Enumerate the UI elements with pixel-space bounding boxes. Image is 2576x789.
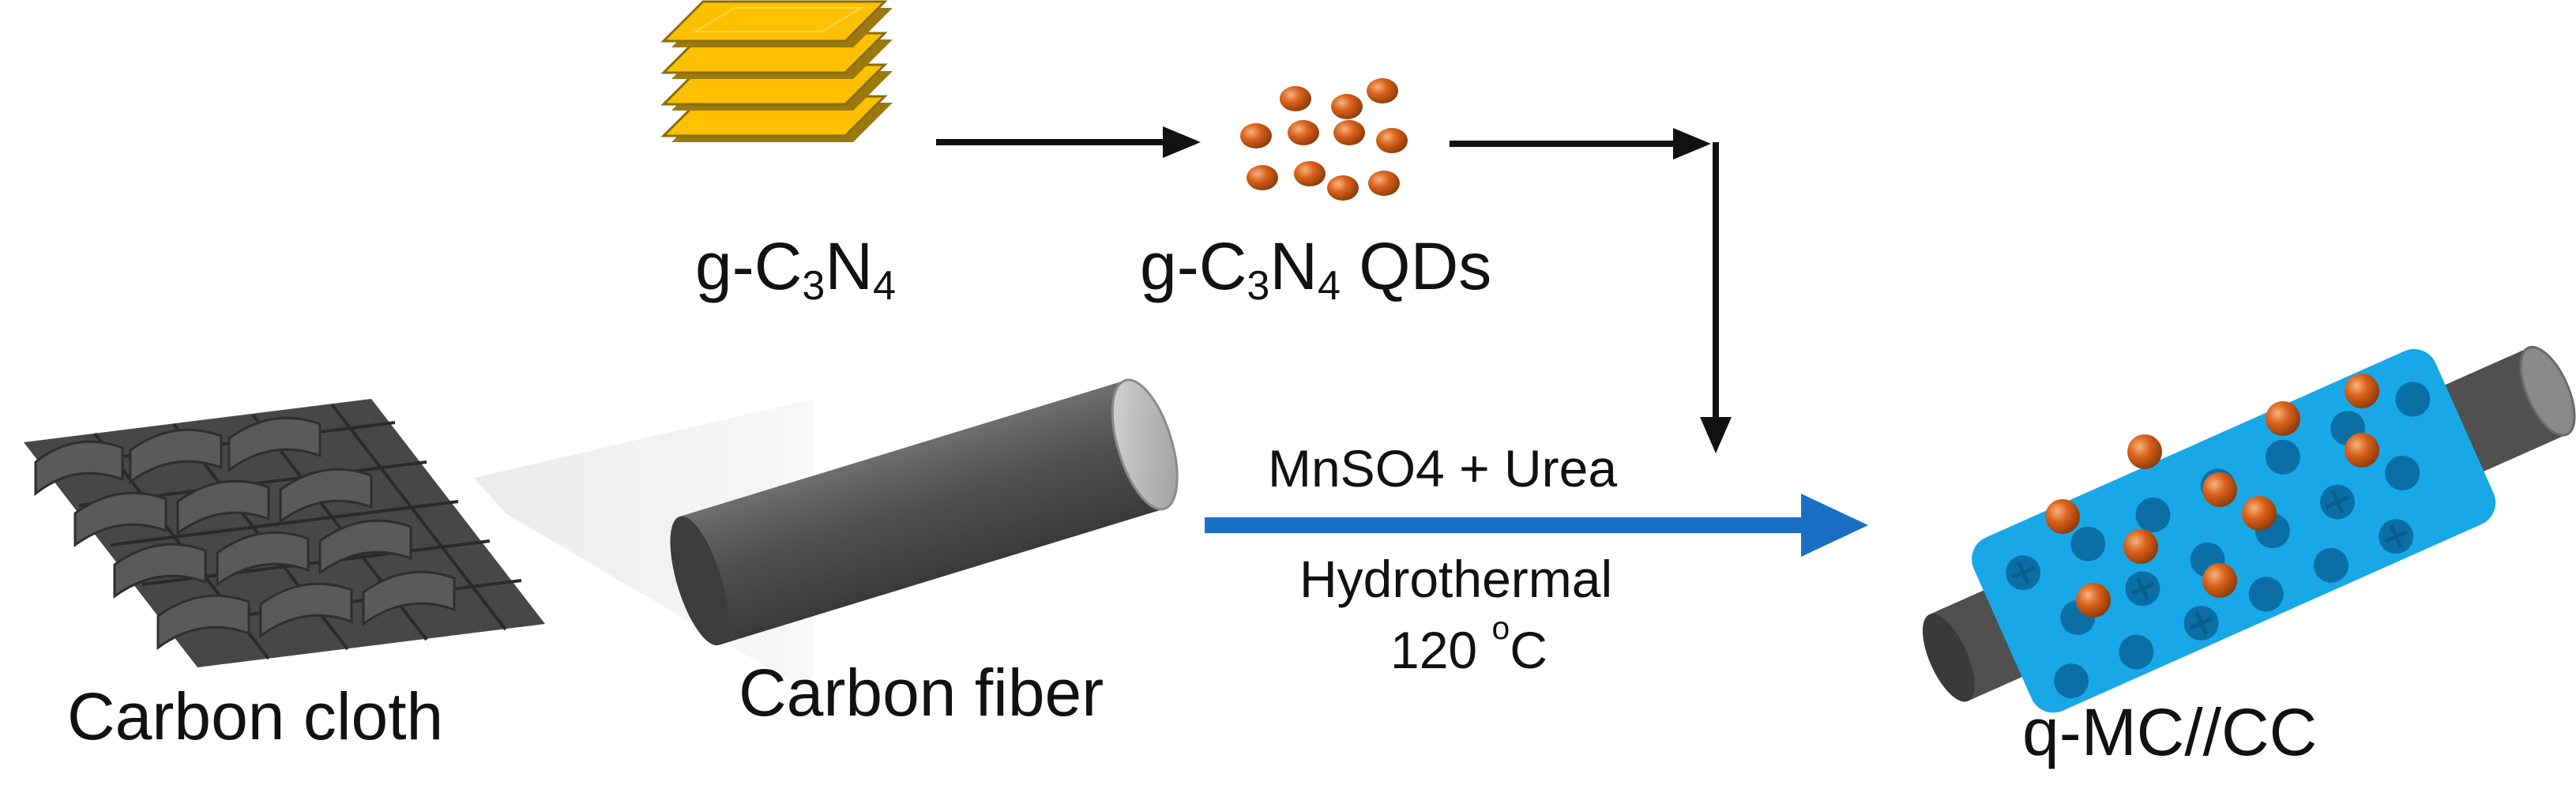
coated-fiber-icon	[1922, 345, 2576, 713]
quantum-dots-icon	[1240, 78, 1408, 201]
temperature-label: 120 oC	[1390, 610, 1547, 679]
carbon-cloth-label: Carbon cloth	[67, 679, 444, 753]
reaction-arrow	[1205, 494, 1868, 557]
method-label: Hydrothermal	[1299, 550, 1613, 608]
gcn-label: g-C3N4	[695, 229, 896, 310]
carbon-fiber-label: Carbon fiber	[739, 656, 1104, 730]
carbon-fiber-cylinder-icon	[670, 378, 1179, 646]
woven-carbon-cloth-icon	[24, 399, 545, 667]
arrow-sheets-to-qds	[936, 126, 1201, 158]
qds-label: g-C3N4 QDs	[1140, 229, 1492, 310]
layered-sheets-icon	[660, 0, 893, 142]
arrow-qds-to-reaction	[1450, 128, 1732, 453]
reagent-label: MnSO4 + Urea	[1268, 439, 1618, 498]
product-label: q-MC//CC	[2022, 695, 2318, 769]
